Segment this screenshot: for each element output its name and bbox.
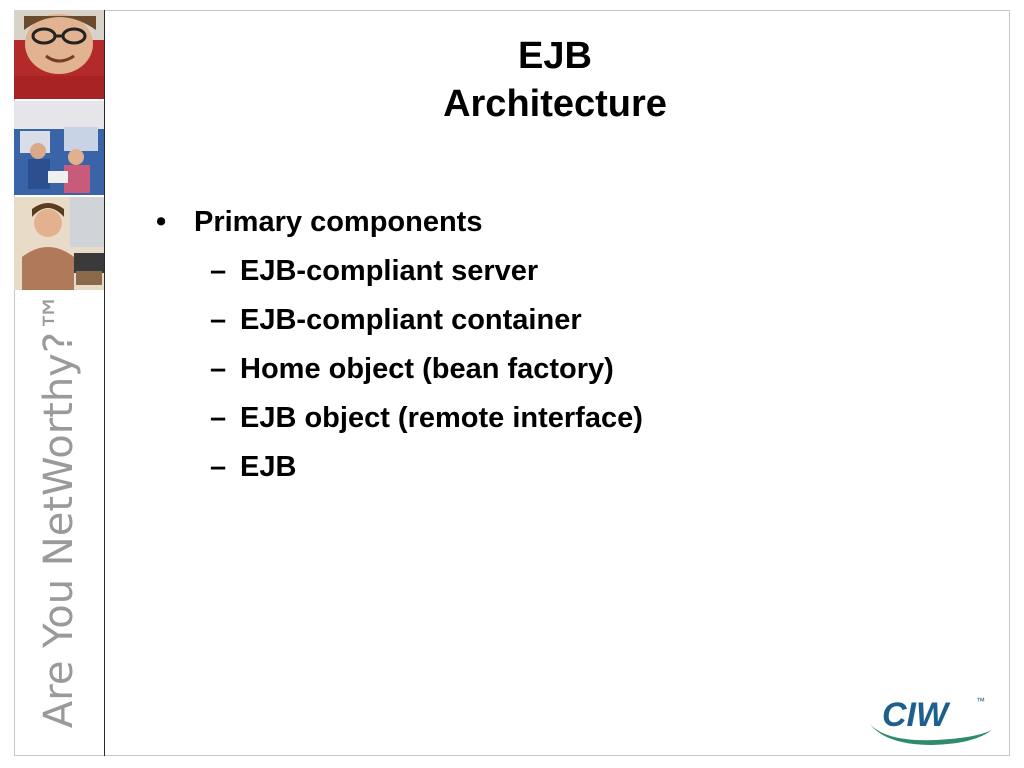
sub-bullet-text: EJB-compliant container — [240, 304, 582, 336]
dash-marker: – — [210, 255, 227, 287]
bullet-item: • Primary components — [150, 198, 970, 247]
logo-letters: CIW — [882, 696, 951, 734]
slide-frame — [14, 10, 1010, 756]
sub-bullet-item: – EJB-compliant server — [150, 247, 970, 296]
portrait-photo — [14, 10, 104, 99]
classroom-photo — [14, 101, 104, 195]
logo-swoosh — [870, 724, 992, 745]
bullet-marker: • — [156, 206, 167, 238]
sub-bullet-item: – EJB-compliant container — [150, 296, 970, 345]
ciw-logo: CIW ™ — [866, 690, 996, 746]
dash-marker: – — [210, 304, 227, 336]
bullet-text: Primary components — [194, 206, 483, 238]
sub-bullet-item: – EJB object (remote interface) — [150, 394, 970, 443]
sub-bullet-item: – EJB — [150, 443, 970, 492]
title-line-1: EJB — [518, 35, 592, 77]
sub-bullet-text: Home object (bean factory) — [240, 353, 614, 385]
sub-bullet-text: EJB object (remote interface) — [240, 402, 643, 434]
sidebar: Are You NetWorthy?™ — [14, 10, 105, 756]
sub-bullet-text: EJB — [240, 451, 297, 483]
tagline: Are You NetWorthy?™ — [14, 292, 104, 728]
sub-bullet-text: EJB-compliant server — [240, 255, 539, 287]
tagline-text: Are You NetWorthy?™ — [36, 291, 82, 729]
dash-marker: – — [210, 451, 227, 483]
dash-marker: – — [210, 353, 227, 385]
ciw-logo-graphic: CIW ™ — [870, 696, 992, 745]
slide-title: EJB Architecture — [105, 32, 1005, 128]
logo-trademark: ™ — [976, 696, 985, 706]
student-photo — [14, 197, 104, 290]
sub-bullet-list: – EJB-compliant server – EJB-compliant c… — [150, 247, 970, 492]
title-line-2: Architecture — [443, 83, 667, 125]
bullet-list: • Primary components – EJB-compliant ser… — [150, 198, 970, 492]
sub-bullet-item: – Home object (bean factory) — [150, 345, 970, 394]
dash-marker: – — [210, 402, 227, 434]
